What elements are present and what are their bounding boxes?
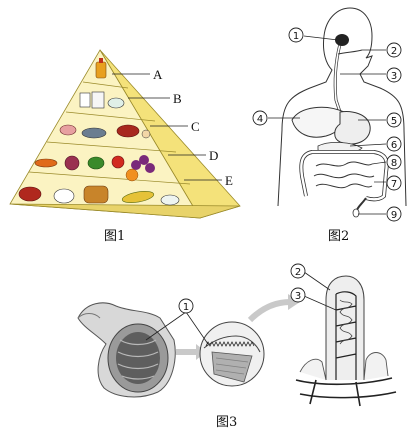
svg-text:5: 5 [391,116,397,127]
villi-marker-2: 2 [290,263,306,279]
marker-3: 3 [386,67,402,83]
svg-text:8: 8 [391,158,397,169]
figure1-caption: 图1 [104,229,125,244]
marker-2: 2 [386,42,402,58]
svg-text:7: 7 [391,179,397,190]
digestive-system: 1 2 3 4 5 6 8 7 9 图2 [252,7,407,244]
villi-marker-3: 3 [290,287,306,303]
dairy-icon [79,91,125,109]
svg-text:3: 3 [295,291,301,302]
svg-text:9: 9 [391,210,397,221]
marker-9: 9 [386,206,402,222]
figure2-caption: 图2 [328,229,349,244]
villi-marker-1: 1 [178,298,194,314]
svg-text:6: 6 [391,140,397,151]
svg-text:1: 1 [293,31,299,42]
level-label-a: A [153,67,163,82]
svg-text:4: 4 [257,114,263,125]
marker-6: 6 [386,136,402,152]
grain-icon [18,185,180,206]
vegetable-fruit-icon [34,155,155,182]
level-label-b: B [173,91,182,106]
marker-8: 8 [386,154,402,170]
svg-text:1: 1 [183,302,189,313]
food-pyramid: A B C D E 图1 [9,49,241,244]
figure3-caption: 图3 [216,415,237,430]
level-label-c: C [191,119,200,134]
marker-1: 1 [288,27,304,43]
marker-4: 4 [252,110,268,126]
svg-text:2: 2 [391,46,397,57]
svg-text:2: 2 [295,267,301,278]
marker-5: 5 [386,112,402,128]
oil-bottle-icon [95,58,107,79]
level-label-e: E [225,173,233,188]
meat-fish-icon [59,124,151,139]
level-label-d: D [209,148,218,163]
intestine-villi: 1 2 3 图3 [77,263,397,430]
svg-text:3: 3 [391,71,397,82]
marker-7: 7 [386,175,402,191]
